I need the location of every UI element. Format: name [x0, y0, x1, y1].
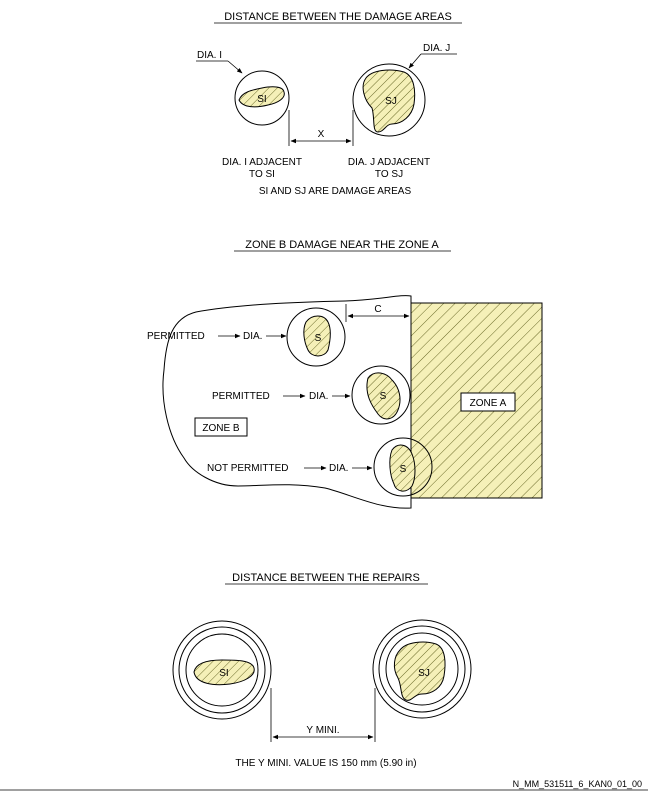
- repair-right-outer: [372, 619, 472, 719]
- damage-area-si: [238, 86, 285, 108]
- repair-label-si: SI: [219, 668, 228, 679]
- damage-s-3: [389, 444, 416, 492]
- adjacent-i-line1: DIA. I ADJACENT: [222, 157, 302, 168]
- label-zone-b: ZONE B: [202, 423, 240, 434]
- label-permitted-2: PERMITTED: [212, 391, 270, 402]
- zone-a-box: [460, 392, 516, 412]
- label-zone-a: ZONE A: [470, 398, 507, 409]
- zone-b-outline: [162, 295, 412, 509]
- repair-label-sj: SJ: [418, 668, 430, 679]
- label-dia-2: DIA.: [309, 391, 328, 402]
- damage-s-2: [366, 372, 401, 420]
- section-repair-distance: DISTANCE BETWEEN THE REPAIRS SI SJ Y MIN…: [172, 572, 472, 769]
- zone-b-box: [194, 417, 248, 437]
- section3-note: THE Y MINI. VALUE IS 150 mm (5.90 in): [235, 758, 416, 769]
- repair-damage-sj: [393, 641, 446, 701]
- adjacent-i-line2: TO SI: [249, 169, 275, 180]
- label-s-1: S: [315, 333, 322, 344]
- repair-left-inner: [185, 633, 259, 707]
- repair-right-inner: [385, 632, 459, 706]
- section1-title: DISTANCE BETWEEN THE DAMAGE AREAS: [224, 11, 452, 23]
- label-dia-3: DIA.: [329, 463, 348, 474]
- figure-id: N_MM_531511_6_KAN0_01_00: [513, 779, 642, 789]
- dia-circle-2: [351, 365, 411, 425]
- label-si: SI: [257, 94, 266, 105]
- label-c: C: [374, 304, 381, 315]
- repair-damage-si: [193, 659, 255, 686]
- label-x: X: [318, 129, 325, 140]
- section3-title: DISTANCE BETWEEN THE REPAIRS: [232, 572, 420, 584]
- label-dia-j: DIA. J: [423, 43, 450, 54]
- section2-title: ZONE B DAMAGE NEAR THE ZONE A: [245, 239, 439, 251]
- dia-circle-1: [286, 307, 346, 367]
- adjacent-j-line2: TO SJ: [375, 169, 403, 180]
- label-dia-1: DIA.: [243, 331, 262, 342]
- label-permitted-1: PERMITTED: [147, 331, 205, 342]
- repair-left-middle: [178, 626, 266, 714]
- label-s-3: S: [400, 464, 407, 475]
- dia-i-circle: [234, 70, 290, 126]
- dia-j-circle: [352, 63, 426, 137]
- dia-circle-3: [373, 437, 433, 497]
- label-not-permitted: NOT PERMITTED: [207, 463, 288, 474]
- label-sj: SJ: [385, 96, 397, 107]
- section-zone-b-near-zone-a: ZONE B DAMAGE NEAR THE ZONE A ZONE A ZON…: [147, 239, 543, 509]
- damage-s-1: [303, 315, 331, 357]
- damage-area-sj: [362, 69, 416, 133]
- repair-left-outer: [172, 620, 272, 720]
- label-s-2: S: [380, 391, 387, 402]
- repair-right-middle: [378, 625, 466, 713]
- label-dia-i: DIA. I: [197, 50, 222, 61]
- section1-note: SI AND SJ ARE DAMAGE AREAS: [259, 186, 412, 197]
- section-damage-distance: DISTANCE BETWEEN THE DAMAGE AREAS SI SJ …: [196, 11, 462, 197]
- label-y-mini: Y MINI.: [306, 725, 339, 736]
- adjacent-j-line1: DIA. J ADJACENT: [348, 157, 430, 168]
